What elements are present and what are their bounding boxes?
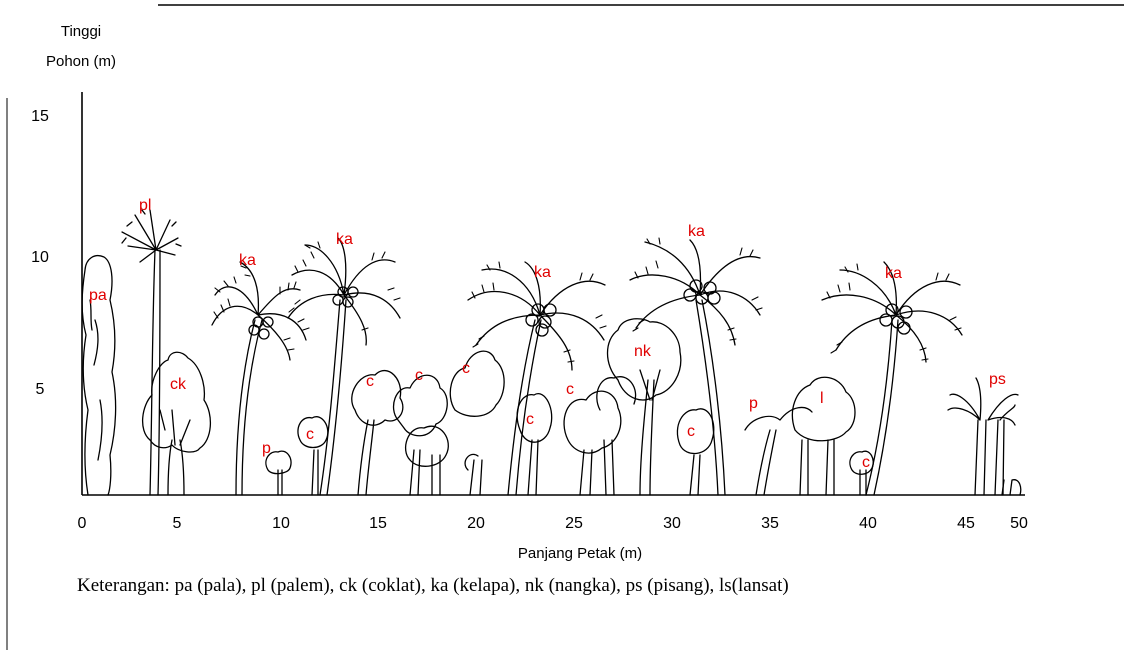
x-axis-title: Panjang Petak (m)	[518, 545, 642, 562]
label-ka-4: ka	[688, 223, 705, 240]
tree-kelapa-5-drawing	[821, 261, 963, 496]
label-nk: nk	[634, 343, 652, 360]
label-c-7: c	[687, 423, 695, 440]
label-ka-1: ka	[239, 252, 256, 269]
tree-pala-drawing	[81, 255, 117, 496]
tree-palem-drawing	[121, 209, 182, 496]
label-pl: pl	[139, 197, 151, 214]
x-tick-15: 15	[369, 515, 387, 532]
x-tick-20: 20	[467, 515, 485, 532]
y-tick-5: 5	[36, 381, 45, 398]
label-ka-2: ka	[336, 231, 353, 248]
tree-small-p1-drawing	[265, 450, 292, 496]
tree-nangka-drawing	[606, 318, 682, 496]
label-c-2: c	[366, 373, 374, 390]
tree-kelapa-1-drawing	[211, 261, 310, 496]
tree-kelapa-3-drawing	[467, 261, 607, 496]
x-tick-30: 30	[663, 515, 681, 532]
label-p-1: p	[262, 440, 271, 457]
label-ck: ck	[170, 376, 187, 393]
y-axis-title-line1: Tinggi	[61, 23, 101, 40]
tree-understory-cluster-1-drawing	[351, 350, 505, 496]
x-tick-5: 5	[173, 515, 182, 532]
tree-small-c1-drawing	[297, 416, 329, 496]
x-tick-40: 40	[859, 515, 877, 532]
x-tick-50: 50	[1010, 515, 1028, 532]
x-tick-25: 25	[565, 515, 583, 532]
x-tick-45: 45	[957, 515, 975, 532]
label-ps: ps	[989, 371, 1006, 388]
y-axis-title-line2: Pohon (m)	[46, 53, 116, 70]
label-l: l	[820, 390, 824, 407]
label-ka-3: ka	[534, 264, 551, 281]
label-c-6: c	[526, 411, 534, 428]
tree-coklat-drawing	[142, 351, 211, 496]
y-tick-15: 15	[31, 108, 49, 125]
label-p-2: p	[749, 395, 758, 412]
label-c-4: c	[462, 360, 470, 377]
x-tick-0: 0	[78, 515, 87, 532]
tree-pisang-drawing	[947, 377, 1022, 496]
tree-understory-cluster-3-drawing	[676, 408, 715, 496]
label-c-1: c	[306, 426, 314, 443]
label-c-5: c	[566, 381, 574, 398]
tree-understory-cluster-2-drawing	[516, 376, 637, 496]
x-tick-35: 35	[761, 515, 779, 532]
label-c-3: c	[415, 367, 423, 384]
label-c-8: c	[862, 454, 870, 471]
tree-kelapa-4-drawing	[629, 237, 763, 496]
y-tick-10: 10	[31, 249, 49, 266]
x-tick-10: 10	[272, 515, 290, 532]
label-ka-5: ka	[885, 265, 902, 282]
tree-understory-cluster-4-drawing	[744, 376, 874, 496]
legend-caption: Keterangan: pa (pala), pl (palem), ck (c…	[77, 575, 789, 596]
tree-kelapa-2-drawing	[287, 237, 401, 496]
label-pa: pa	[89, 287, 107, 304]
